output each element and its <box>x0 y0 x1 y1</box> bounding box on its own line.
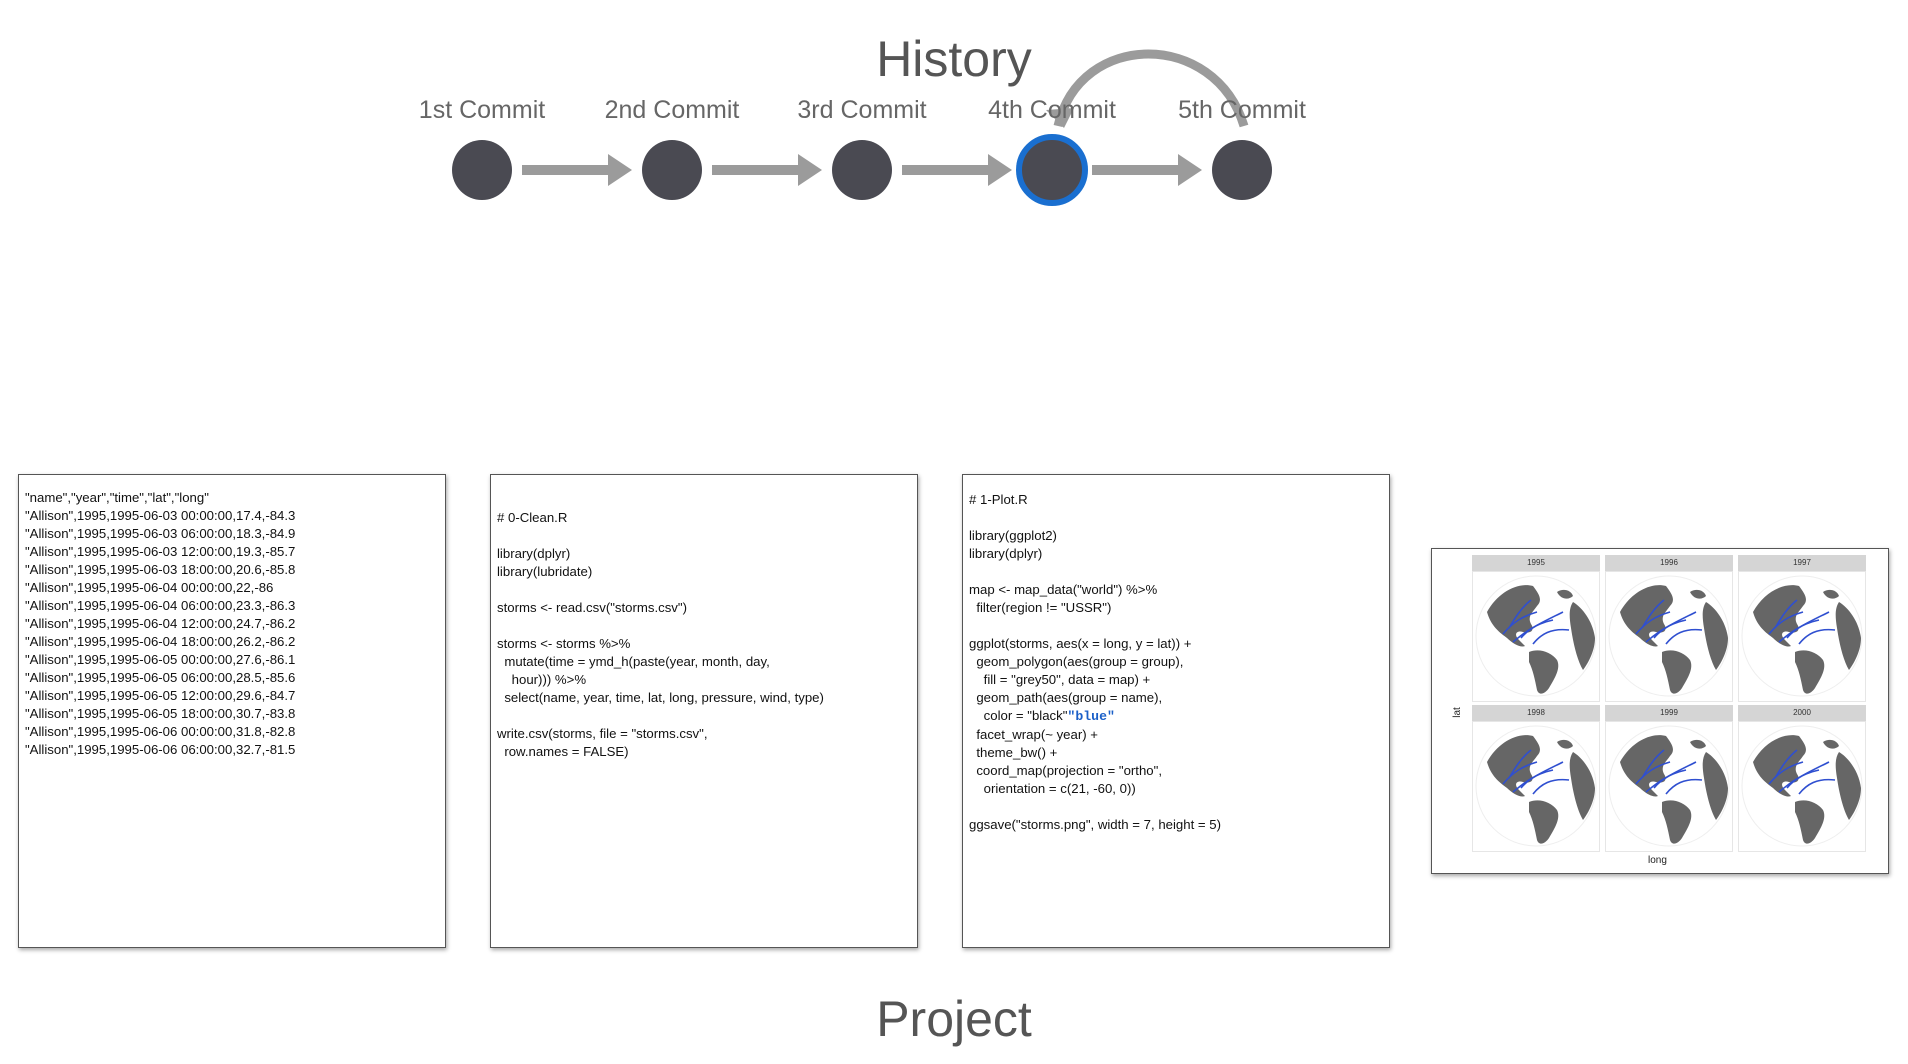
globe-map <box>1475 575 1597 697</box>
plot-facet: 1996 <box>1605 555 1733 702</box>
storm-track <box>1768 761 1804 785</box>
commit-node-current[interactable] <box>1016 134 1088 206</box>
clean-r-file-card: # 0-Clean.R library(dplyr) library(lubri… <box>490 474 918 948</box>
storm-track <box>1653 761 1697 789</box>
commit-node[interactable] <box>452 140 512 200</box>
project-title: Project <box>876 991 1032 1047</box>
storm-track <box>1798 778 1836 795</box>
facet-strip-label: 1997 <box>1738 555 1866 571</box>
globe-map <box>1475 725 1597 847</box>
plot-r-file-content: # 1-Plot.R library(ggplot2) library(dply… <box>969 491 1383 834</box>
storm-track <box>1635 761 1671 785</box>
storm-track <box>1774 749 1798 779</box>
facet-panel <box>1472 571 1600 702</box>
storm-track <box>1774 599 1798 629</box>
facet-panel <box>1605 721 1733 852</box>
commit-arrow-head <box>1178 154 1202 186</box>
commit-arrow-head <box>608 154 632 186</box>
storm-track <box>1502 761 1538 785</box>
facet-panel <box>1605 571 1733 702</box>
storm-track <box>1502 611 1538 635</box>
commit-arrow-shaft <box>712 165 800 175</box>
commit-arrow-shaft <box>902 165 990 175</box>
storm-track <box>1520 611 1564 639</box>
facet-panel <box>1738 571 1866 702</box>
storm-track <box>1786 611 1830 639</box>
plot-r-before: # 1-Plot.R library(ggplot2) library(dply… <box>969 492 1192 723</box>
facet-strip-label: 1995 <box>1472 555 1600 571</box>
commit-label: 5th Commit <box>1178 96 1306 124</box>
storms-plot-card: lat long 1995 1996 1997 1998 1999 2000 <box>1431 548 1889 874</box>
facet-strip-label: 1996 <box>1605 555 1733 571</box>
csv-file-content: "name","year","time","lat","long" "Allis… <box>25 490 296 757</box>
facet-panel <box>1738 721 1866 852</box>
history-title: History <box>876 31 1032 87</box>
plot-r-after: facet_wrap(~ year) + theme_bw() + coord_… <box>969 727 1221 832</box>
storm-track <box>1653 611 1697 639</box>
plot-r-blue-word: "blue" <box>1067 709 1115 724</box>
storm-track <box>1786 761 1830 789</box>
storm-track <box>1508 599 1532 629</box>
storm-track <box>1641 749 1665 779</box>
globe-map <box>1741 575 1863 697</box>
commit-label: 1st Commit <box>418 96 546 124</box>
storm-track <box>1798 628 1836 645</box>
revert-arc <box>1053 49 1249 128</box>
commit-arrow-head <box>988 154 1012 186</box>
facet-strip-label: 1999 <box>1605 705 1733 721</box>
globe-map <box>1741 725 1863 847</box>
commit-label: 4th Commit <box>988 96 1116 124</box>
globe-map <box>1608 575 1730 697</box>
storm-track <box>1665 778 1703 795</box>
commit-timeline <box>522 49 1249 186</box>
csv-file-card: "name","year","time","lat","long" "Allis… <box>18 474 446 948</box>
commit-arrow-shaft <box>522 165 610 175</box>
facet-strip-label: 1998 <box>1472 705 1600 721</box>
storm-track <box>1635 611 1671 635</box>
plot-r-file-card: # 1-Plot.R library(ggplot2) library(dply… <box>962 474 1390 948</box>
commit-arrow-shaft <box>1092 165 1180 175</box>
commit-label: 2nd Commit <box>604 96 740 124</box>
plot-x-label: long <box>1648 855 1667 866</box>
plot-facet: 1997 <box>1738 555 1866 702</box>
plot-y-label: lat <box>1451 707 1463 718</box>
storm-track <box>1768 611 1804 635</box>
storm-track <box>1532 628 1570 645</box>
facet-panel <box>1472 721 1600 852</box>
commit-arrow-head <box>798 154 822 186</box>
commit-label: 3rd Commit <box>797 96 927 124</box>
plot-facet: 1998 <box>1472 705 1600 852</box>
storm-track <box>1508 749 1532 779</box>
globe-map <box>1608 725 1730 847</box>
plot-facet: 2000 <box>1738 705 1866 852</box>
commit-node[interactable] <box>832 140 892 200</box>
storm-track <box>1532 778 1570 795</box>
facet-strip-label: 2000 <box>1738 705 1866 721</box>
clean-r-file-content: # 0-Clean.R library(dplyr) library(lubri… <box>497 510 824 759</box>
commit-node[interactable] <box>1212 140 1272 200</box>
plot-facet: 1995 <box>1472 555 1600 702</box>
storm-track <box>1520 761 1564 789</box>
plot-facet: 1999 <box>1605 705 1733 852</box>
storm-track <box>1641 599 1665 629</box>
storm-track <box>1665 628 1703 645</box>
commit-node[interactable] <box>642 140 702 200</box>
revert-arrowhead <box>1046 108 1074 128</box>
